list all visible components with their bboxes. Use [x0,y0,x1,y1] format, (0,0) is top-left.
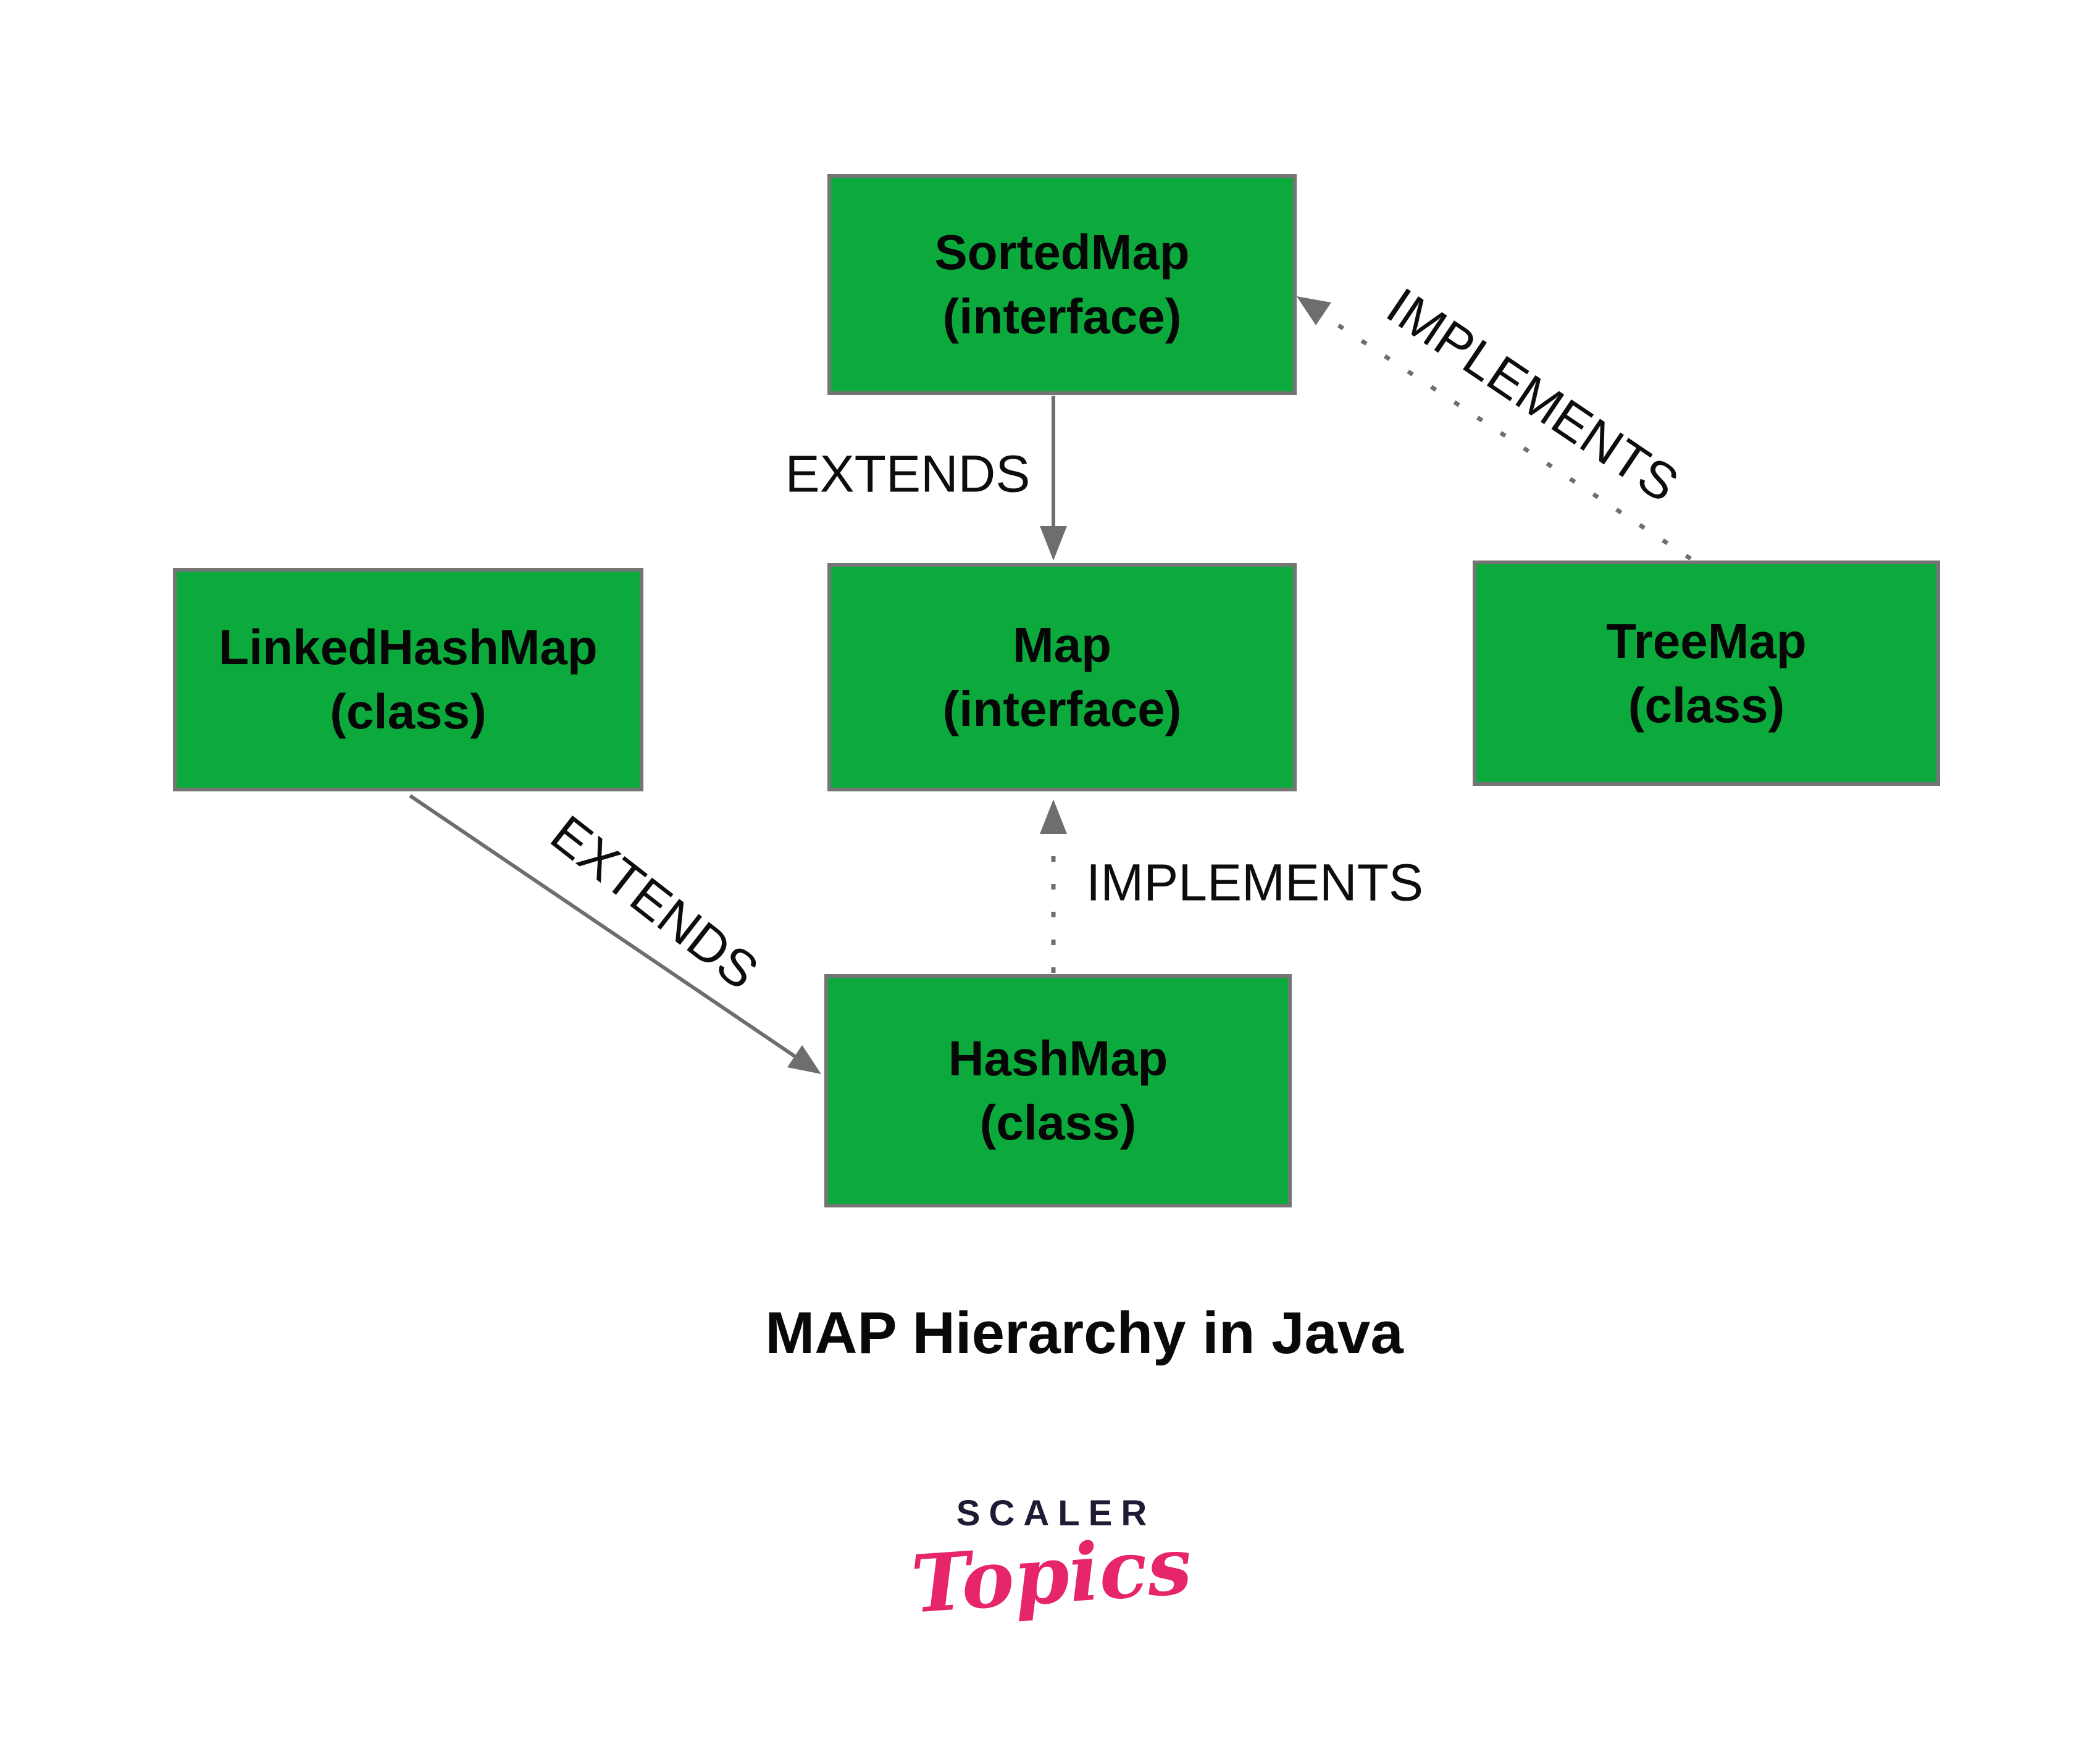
node-sortedmap: SortedMap (interface) [827,174,1297,395]
node-name-label: Map [1013,617,1111,672]
logo-brand-text: SCALER [956,1493,1156,1533]
arrowhead-linkedhashmap-hashmap [787,1045,821,1074]
node-linkedhashmap: LinkedHashMap (class) [173,568,643,791]
node-kind-label: (interface) [942,681,1182,736]
node-name-label: HashMap [948,1031,1168,1086]
node-name-label: SortedMap [934,225,1190,280]
node-kind-label: (class) [979,1095,1137,1150]
node-name-label: LinkedHashMap [219,620,598,675]
node-kind-label: (class) [330,684,487,739]
node-kind-label: (interface) [942,289,1182,344]
edge-label-implements-hashmap-map: IMPLEMENTS [1086,853,1424,912]
edge-line-linkedhashmap-hashmap [409,794,798,1059]
arrowhead-hashmap-map [1040,799,1067,834]
node-kind-label: (class) [1628,677,1785,733]
arrowhead-treemap-sortedmap [1297,296,1331,325]
logo-sub-text: Topics [908,1519,1195,1632]
edge-label-extends-sortedmap-map: EXTENDS [785,444,1031,503]
arrowhead-sortedmap-map [1040,526,1067,561]
diagram-title: MAP Hierarchy in Java [765,1300,1403,1366]
scaler-topics-logo: SCALER Topics [908,1493,1194,1632]
node-treemap: TreeMap (class) [1473,561,1940,786]
node-map: Map (interface) [827,563,1297,791]
node-name-label: TreeMap [1606,613,1807,669]
node-hashmap: HashMap (class) [824,974,1292,1207]
